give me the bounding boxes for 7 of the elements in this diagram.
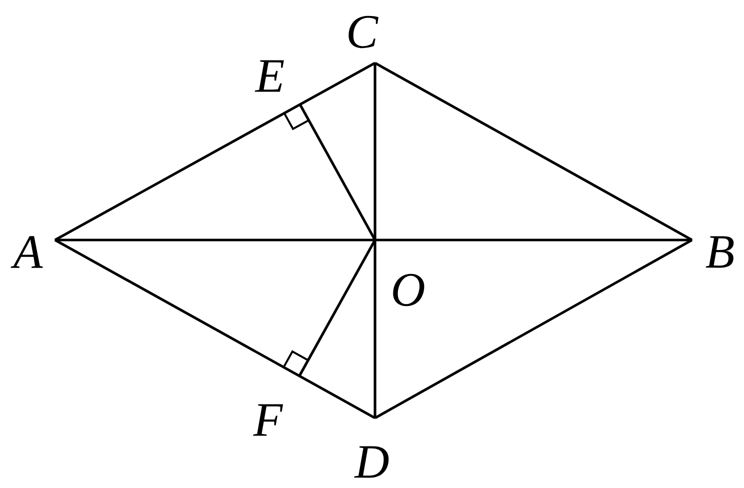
point-label: B	[706, 236, 734, 268]
point-label: A	[10, 236, 43, 268]
point-label: O	[393, 274, 424, 306]
point-label: F	[253, 404, 284, 436]
point-label: E	[254, 60, 284, 92]
point-label: D	[354, 446, 389, 478]
point-label: C	[348, 16, 378, 48]
